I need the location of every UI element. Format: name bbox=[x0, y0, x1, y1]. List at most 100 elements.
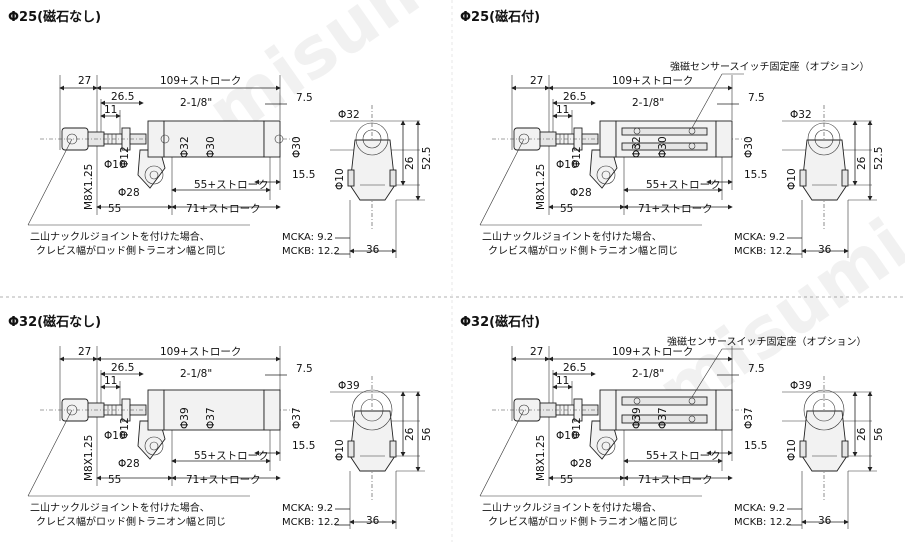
dim-phi10-side: Φ10 bbox=[786, 168, 798, 190]
dim-55: 55 bbox=[560, 474, 573, 486]
dim-27: 27 bbox=[530, 75, 543, 87]
note-mckb: MCKB: 12.2 bbox=[282, 246, 340, 257]
dim-11: 11 bbox=[556, 104, 569, 116]
dim-phi10: Φ10 bbox=[556, 430, 578, 442]
panel-bore32-no-magnet: Φ32(磁石なし) bbox=[8, 314, 425, 529]
dim-thread: 2-1/8" bbox=[180, 97, 212, 109]
dim-26-5: 26.5 bbox=[563, 91, 586, 103]
dim-phi28: Φ28 bbox=[118, 458, 140, 470]
panel-title: Φ25(磁石付) bbox=[460, 9, 540, 25]
dim-height-total: 52.5 bbox=[873, 147, 885, 170]
dim-26-5: 26.5 bbox=[111, 91, 134, 103]
dim-71-stroke: 71+ストローク bbox=[638, 203, 713, 215]
dim-bore-diameter: Φ30 bbox=[657, 136, 669, 158]
dim-m8-thread: M8X1.25 bbox=[535, 164, 547, 210]
dim-phi10-side: Φ10 bbox=[334, 439, 346, 461]
dim-phi10-side: Φ10 bbox=[786, 439, 798, 461]
dim-26-5: 26.5 bbox=[111, 362, 134, 374]
dim-15-5: 15.5 bbox=[744, 169, 767, 181]
dim-rod-diameter: Φ39 bbox=[179, 407, 191, 429]
dim-55: 55 bbox=[560, 203, 573, 215]
dim-thread: 2-1/8" bbox=[632, 368, 664, 380]
dim-7-5: 7.5 bbox=[296, 92, 313, 104]
sensor-mount-label: 強磁センサースイッチ固定座（オプション） bbox=[670, 60, 870, 73]
dim-phi12: Φ12 bbox=[571, 146, 583, 168]
note-mckb: MCKB: 12.2 bbox=[734, 246, 792, 257]
dim-head-diameter: Φ39 bbox=[338, 380, 360, 392]
dim-bore-diameter: Φ37 bbox=[657, 407, 669, 429]
dim-bore-diameter-end: Φ37 bbox=[291, 407, 303, 429]
dim-m8-thread: M8X1.25 bbox=[83, 435, 95, 481]
dim-11: 11 bbox=[104, 104, 117, 116]
dim-bore-diameter: Φ30 bbox=[205, 136, 217, 158]
dim-height-total: 52.5 bbox=[421, 147, 433, 170]
dim-phi12: Φ12 bbox=[119, 417, 131, 439]
dim-bore-diameter-end: Φ37 bbox=[743, 407, 755, 429]
dim-height-26: 26 bbox=[404, 156, 416, 170]
dim-71-stroke: 71+ストローク bbox=[186, 474, 261, 486]
note-mcka: MCKA: 9.2 bbox=[734, 232, 785, 243]
note-knuckle-line1: 二山ナックルジョイントを付けた場合、 bbox=[482, 230, 662, 243]
panel-bore32-with-magnet: 強磁センサースイッチ固定座（オプション） Φ32(磁石付) bbox=[460, 314, 877, 529]
note-mcka: MCKA: 9.2 bbox=[282, 232, 333, 243]
dim-27: 27 bbox=[78, 75, 91, 87]
dim-7-5: 7.5 bbox=[296, 363, 313, 375]
dim-m8-thread: M8X1.25 bbox=[83, 164, 95, 210]
note-mcka: MCKA: 9.2 bbox=[282, 503, 333, 514]
note-knuckle-line1: 二山ナックルジョイントを付けた場合、 bbox=[30, 501, 210, 514]
dim-thread: 2-1/8" bbox=[632, 97, 664, 109]
dim-phi10: Φ10 bbox=[104, 159, 126, 171]
dim-rod-diameter: Φ32 bbox=[179, 136, 191, 158]
dim-26-5: 26.5 bbox=[563, 362, 586, 374]
dim-phi28: Φ28 bbox=[570, 187, 592, 199]
dim-height-total: 56 bbox=[421, 427, 433, 441]
dim-m8-thread: M8X1.25 bbox=[535, 435, 547, 481]
dim-phi12: Φ12 bbox=[119, 146, 131, 168]
dim-phi10: Φ10 bbox=[104, 430, 126, 442]
dim-36: 36 bbox=[818, 244, 832, 256]
dim-55-stroke: 55+ストローク bbox=[646, 450, 721, 462]
dim-36: 36 bbox=[818, 515, 832, 527]
dim-phi28: Φ28 bbox=[570, 458, 592, 470]
dim-rod-diameter: Φ32 bbox=[631, 136, 643, 158]
dim-head-diameter: Φ39 bbox=[790, 380, 812, 392]
dim-height-26: 26 bbox=[856, 156, 868, 170]
dim-27: 27 bbox=[78, 346, 91, 358]
dim-rod-diameter: Φ39 bbox=[631, 407, 643, 429]
panel-title: Φ32(磁石なし) bbox=[8, 314, 101, 330]
dim-15-5: 15.5 bbox=[292, 169, 315, 181]
dim-phi10-side: Φ10 bbox=[334, 168, 346, 190]
dim-thread: 2-1/8" bbox=[180, 368, 212, 380]
sensor-mount-label: 強磁センサースイッチ固定座（オプション） bbox=[667, 335, 867, 348]
dim-11: 11 bbox=[104, 375, 117, 387]
dim-phi12: Φ12 bbox=[571, 417, 583, 439]
note-mckb: MCKB: 12.2 bbox=[734, 517, 792, 528]
dim-27: 27 bbox=[530, 346, 543, 358]
dim-phi28: Φ28 bbox=[118, 187, 140, 199]
dim-109-stroke: 109+ストローク bbox=[160, 346, 241, 358]
note-knuckle-line2: クレビス幅がロッド側トラニオン幅と同じ bbox=[488, 244, 678, 257]
dim-55: 55 bbox=[108, 474, 121, 486]
dim-height-26: 26 bbox=[404, 427, 416, 441]
note-knuckle-line2: クレビス幅がロッド側トラニオン幅と同じ bbox=[488, 515, 678, 528]
note-knuckle-line1: 二山ナックルジョイントを付けた場合、 bbox=[30, 230, 210, 243]
dim-11: 11 bbox=[556, 375, 569, 387]
panel-title: Φ25(磁石なし) bbox=[8, 9, 101, 25]
dim-36: 36 bbox=[366, 244, 380, 256]
dim-71-stroke: 71+ストローク bbox=[638, 474, 713, 486]
dim-height-26: 26 bbox=[856, 427, 868, 441]
dim-55-stroke: 55+ストローク bbox=[646, 179, 721, 191]
dim-height-total: 56 bbox=[873, 427, 885, 441]
dim-109-stroke: 109+ストローク bbox=[612, 346, 693, 358]
dim-bore-diameter-end: Φ30 bbox=[743, 136, 755, 158]
dim-71-stroke: 71+ストローク bbox=[186, 203, 261, 215]
dim-15-5: 15.5 bbox=[292, 440, 315, 452]
note-knuckle-line1: 二山ナックルジョイントを付けた場合、 bbox=[482, 501, 662, 514]
note-mcka: MCKA: 9.2 bbox=[734, 503, 785, 514]
note-knuckle-line2: クレビス幅がロッド側トラニオン幅と同じ bbox=[36, 515, 226, 528]
dim-36: 36 bbox=[366, 515, 380, 527]
